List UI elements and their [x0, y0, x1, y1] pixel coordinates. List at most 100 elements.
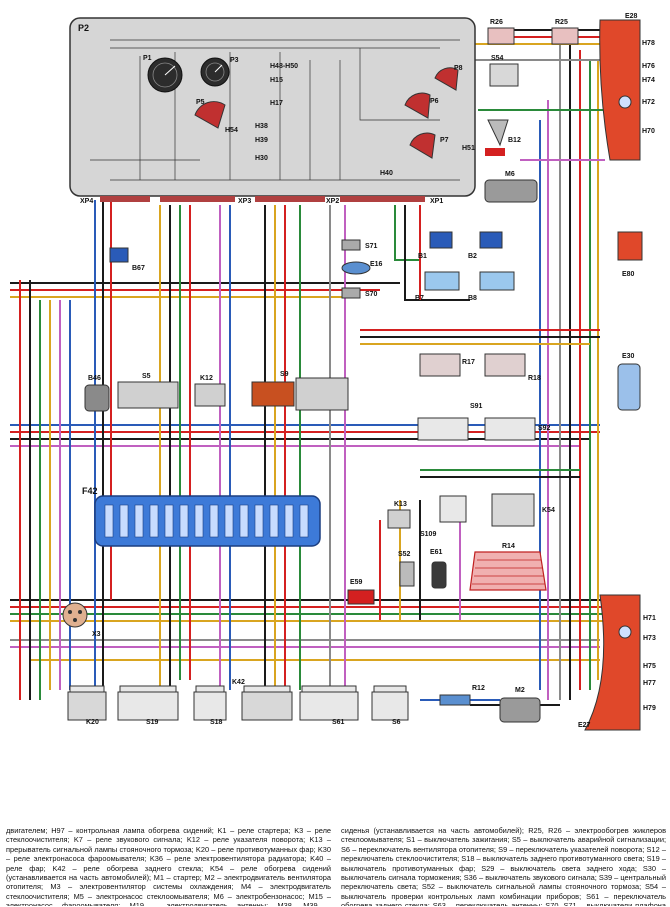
svg-text:E61: E61 — [430, 549, 443, 556]
svg-text:F42: F42 — [82, 486, 98, 496]
svg-text:K13: K13 — [394, 501, 407, 508]
svg-text:S61: S61 — [332, 719, 345, 726]
svg-text:S54: S54 — [491, 55, 504, 62]
svg-text:E28: E28 — [625, 13, 638, 20]
svg-text:H73: H73 — [643, 635, 656, 642]
rear-light-e27: H71 H73 H75 H77 H79 E27 — [578, 594, 656, 731]
sensor-b7: B7 — [415, 271, 460, 302]
parking-brake-switch-s52: S52 — [398, 551, 415, 587]
component-legend: двигателем; H97 – контрольная лампа обог… — [6, 826, 666, 906]
svg-text:P7: P7 — [440, 137, 449, 144]
wiring-diagram: P2 P1 P3 P5 — [10, 13, 656, 731]
seat-heater-switch-s92: S92 — [484, 417, 551, 441]
svg-text:XP4: XP4 — [80, 198, 93, 205]
svg-text:S70: S70 — [365, 291, 378, 298]
svg-text:M6: M6 — [505, 171, 515, 178]
svg-text:B12: B12 — [508, 137, 521, 144]
svg-text:R17: R17 — [462, 359, 475, 366]
fog-relay-k20: K20 — [67, 685, 107, 726]
heater-fan-motor-m2: M2 — [499, 687, 541, 723]
svg-text:H17: H17 — [270, 100, 283, 107]
svg-text:K42: K42 — [232, 679, 245, 686]
svg-text:H76: H76 — [642, 63, 655, 70]
sensor-b2: B2 — [468, 231, 503, 260]
svg-text:H51: H51 — [462, 145, 475, 152]
resistor-r12: R12 — [439, 685, 485, 706]
svg-text:B46: B46 — [88, 375, 101, 382]
svg-text:R12: R12 — [472, 685, 485, 692]
svg-text:S6: S6 — [392, 719, 401, 726]
svg-text:R26: R26 — [490, 19, 503, 26]
svg-text:E16: E16 — [370, 261, 383, 268]
svg-text:H74: H74 — [642, 77, 655, 84]
svg-text:XP1: XP1 — [430, 198, 443, 205]
svg-text:R18: R18 — [528, 375, 541, 382]
svg-text:E59: E59 — [350, 579, 363, 586]
svg-text:B67: B67 — [132, 265, 145, 272]
svg-text:P1: P1 — [143, 55, 152, 62]
lamp-e61: E61 — [430, 549, 447, 589]
sensor-b12: B12 — [485, 119, 521, 156]
lamp-e80: E80 — [617, 231, 643, 278]
svg-text:H70: H70 — [642, 128, 655, 135]
door-switch-s70: S70 — [341, 287, 378, 299]
legend-column-right: сиденья (устанавливается на часть автомо… — [341, 826, 666, 906]
rear-window-heater-r14: R14 — [469, 543, 547, 591]
seat-heater-switch-s91: S91 — [417, 403, 483, 441]
seat-heater-relay-k54: K54 — [491, 493, 555, 527]
turn-relay-k12: K12 — [194, 375, 226, 407]
rear-fog-switch-s18: S18 — [193, 685, 227, 726]
svg-text:H72: H72 — [642, 99, 655, 106]
svg-text:S18: S18 — [210, 719, 223, 726]
svg-text:H39: H39 — [255, 137, 268, 144]
svg-text:S71: S71 — [365, 243, 378, 250]
svg-text:B2: B2 — [468, 253, 477, 260]
svg-text:B1: B1 — [418, 253, 427, 260]
svg-text:S52: S52 — [398, 551, 411, 558]
svg-text:E27: E27 — [578, 722, 591, 729]
lamp-test-switch-s54: S54 — [489, 55, 519, 87]
svg-text:B8: B8 — [468, 295, 477, 302]
svg-text:H75: H75 — [643, 663, 656, 670]
fuse-block-f42: F42 — [82, 486, 321, 547]
heater-fan-switch-s6: S6 — [371, 685, 409, 726]
door-switch-s71: S71 — [341, 239, 378, 251]
sensor-b67: B67 — [109, 247, 145, 272]
svg-text:H15: H15 — [270, 77, 283, 84]
nozzle-heater-switch-s109: S109 — [420, 495, 467, 538]
cluster-label: P2 — [78, 23, 89, 33]
temperature-gauge-p6: P6 — [404, 92, 439, 119]
svg-text:E80: E80 — [622, 271, 635, 278]
seat-heater-r18: R18 — [484, 353, 541, 382]
voltmeter-p5: P5 — [194, 99, 226, 129]
svg-text:H79: H79 — [643, 705, 656, 712]
sensor-b1: B1 — [418, 231, 453, 260]
svg-text:H54: H54 — [225, 127, 238, 134]
svg-text:H71: H71 — [643, 615, 656, 622]
lamp-e59: E59 — [347, 579, 375, 605]
svg-text:S109: S109 — [420, 531, 436, 538]
svg-text:S91: S91 — [470, 403, 483, 410]
fog-switch-s19: S19 — [117, 685, 179, 726]
courtesy-lamp-e16: E16 — [341, 261, 383, 275]
svg-text:M2: M2 — [515, 687, 525, 694]
svg-text:R14: R14 — [502, 543, 515, 550]
hazard-switch-s5: S5 — [117, 373, 179, 409]
svg-text:H48-H50: H48-H50 — [270, 63, 298, 70]
fuel-gauge-p8: P8 — [434, 65, 463, 91]
svg-text:P8: P8 — [454, 65, 463, 72]
brake-lamp-breaker-k13: K13 — [387, 501, 411, 529]
svg-text:P3: P3 — [230, 57, 239, 64]
svg-text:X3: X3 — [92, 631, 101, 638]
svg-text:K54: K54 — [542, 507, 555, 514]
svg-text:K20: K20 — [86, 719, 99, 726]
rear-light-e28: E28 H78 H76 H74 H72 H70 — [599, 13, 655, 161]
svg-text:S9: S9 — [280, 371, 289, 378]
lamp-e30: E30 — [617, 353, 641, 411]
svg-text:H38: H38 — [255, 123, 268, 130]
svg-text:P5: P5 — [196, 99, 205, 106]
instrument-cluster-p2: P2 P1 P3 P5 — [69, 17, 476, 205]
tachometer-p3: P3 — [200, 57, 239, 87]
svg-text:K12: K12 — [200, 375, 213, 382]
svg-text:S19: S19 — [146, 719, 159, 726]
